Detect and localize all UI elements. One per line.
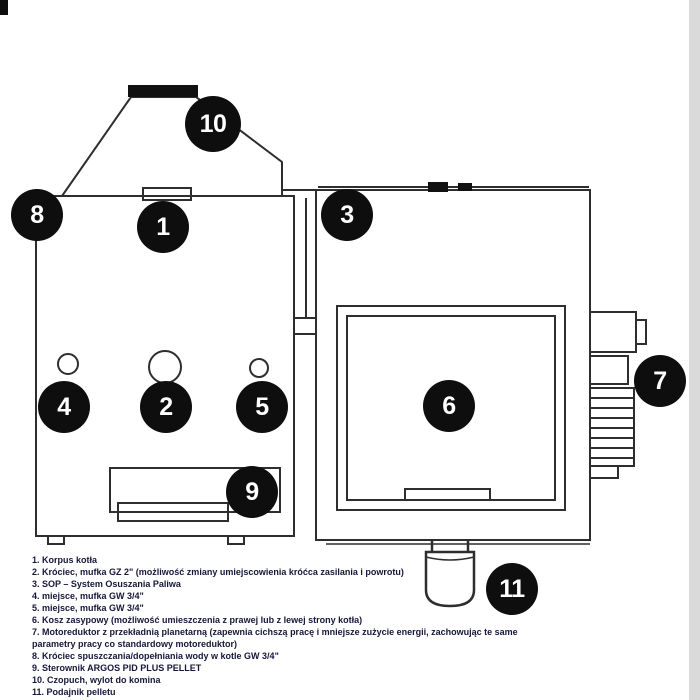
callout-badge-2: 2 [140,381,192,433]
gear-motor [589,311,647,479]
callout-badge-10: 10 [185,96,241,152]
legend-item-2: 2. Króciec, mufka GZ 2" (możliwość zmian… [32,567,404,577]
hopper-slot [404,488,491,501]
legend-item-3: 3. SOP – System Osuszania Paliwa [32,579,181,589]
callout-badge-5: 5 [236,381,288,433]
top-port [142,187,192,201]
legend: 1. Korpus kotła 2. Króciec, mufka GZ 2" … [32,554,548,698]
callout-badge-9: 9 [226,466,278,518]
muff-right [249,358,269,378]
right-edge-strip [689,0,700,700]
feed-connection [293,317,317,335]
callout-badge-8: 8 [11,189,63,241]
chimney-cap [128,85,198,97]
callout-badge-4: 4 [38,381,90,433]
callout-badge-6: 6 [423,380,475,432]
chimney-hood [61,96,283,197]
legend-item-8: 8. Króciec spuszczania/dopełniania wody … [32,651,279,661]
legend-item-11: 11. Podajnik pelletu [32,687,116,697]
legend-item-5: 5. miejsce, mufka GW 3/4" [32,603,144,613]
legend-item-10: 10. Czopuch, wylot do komina [32,675,161,685]
muff-center [148,350,182,384]
pipe-fitting-2 [458,183,472,191]
controller-display [117,502,229,522]
legend-item-4: 4. miejsce, mufka GW 3/4" [32,591,144,601]
controller-panel [109,467,281,513]
muff-left [57,353,79,375]
legend-item-1: 1. Korpus kotła [32,555,98,565]
feeder-tube [424,540,476,608]
callout-badge-1: 1 [137,201,189,253]
callout-badge-7: 7 [634,355,686,407]
boiler-body [35,85,295,545]
callout-badge-11: 11 [486,563,538,615]
corner-mark [0,0,8,15]
callout-badge-3: 3 [321,189,373,241]
hopper-chamber [336,305,566,511]
legend-item-9: 9. Sterownik ARGOS PID PLUS PELLET [32,663,202,673]
legend-item-7: 7. Motoreduktor z przekładnią planetarną… [32,627,518,649]
hopper-body [282,182,591,545]
legend-item-6: 6. Kosz zasypowy (możliwość umieszczenia… [32,615,363,625]
pipe-fitting-1 [428,182,448,192]
